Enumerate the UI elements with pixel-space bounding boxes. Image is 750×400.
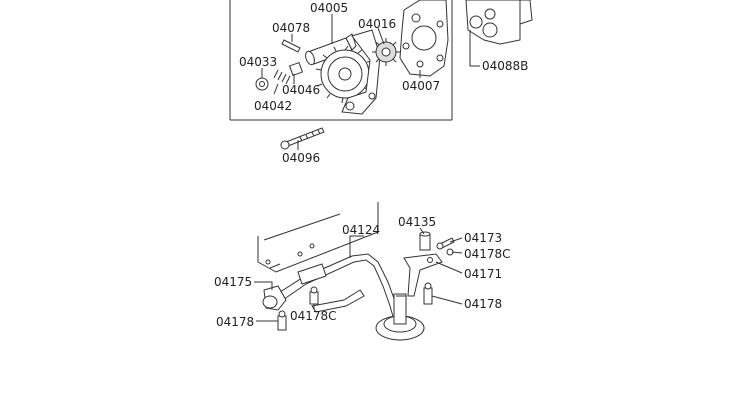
bolt-04096 [280, 127, 325, 150]
label-04096: 04096 [282, 151, 320, 165]
label-04016: 04016 [358, 17, 396, 31]
relief-valve-parts [255, 61, 304, 91]
bolt-04178-right [423, 282, 433, 305]
strainer-bracket [403, 253, 443, 297]
bolt-04173 [436, 237, 455, 250]
label-04171: 04171 [464, 267, 502, 281]
part-labels: 04005 04078 04016 04033 04046 04042 0400… [214, 1, 528, 329]
leader-lines [254, 14, 480, 322]
label-04088B: 04088B [482, 59, 528, 73]
relief-pin [281, 39, 301, 53]
label-04042: 04042 [254, 99, 292, 113]
pump-housing [341, 29, 381, 115]
bolt-04178C-mid [309, 286, 319, 305]
pump-shaft [305, 33, 357, 66]
oil-strainer [375, 293, 425, 341]
oil-filter-bracket [465, 0, 533, 45]
pipe-flange [262, 285, 287, 311]
oil-pipe [273, 253, 401, 321]
label-04175: 04175 [214, 275, 252, 289]
pump-gear [315, 45, 375, 104]
label-04135: 04135 [398, 215, 436, 229]
bolt-04178-left [277, 310, 287, 331]
label-04033: 04033 [239, 55, 277, 69]
label-04178-left: 04178 [216, 315, 254, 329]
label-04007: 04007 [402, 79, 440, 93]
pump-assembly-frame [229, 0, 453, 121]
label-04005: 04005 [310, 1, 348, 15]
label-04078: 04078 [272, 21, 310, 35]
label-04046: 04046 [282, 83, 320, 97]
block-edge [257, 202, 379, 273]
label-04178C-mid: 04178C [290, 309, 337, 323]
pump-rotor [372, 38, 400, 66]
label-04178-right: 04178 [464, 297, 502, 311]
label-04173: 04173 [464, 231, 502, 245]
pump-cover [399, 0, 449, 77]
spacer-04135 [419, 231, 431, 251]
label-04124: 04124 [342, 223, 380, 237]
label-04178C-upper: 04178C [464, 247, 511, 261]
